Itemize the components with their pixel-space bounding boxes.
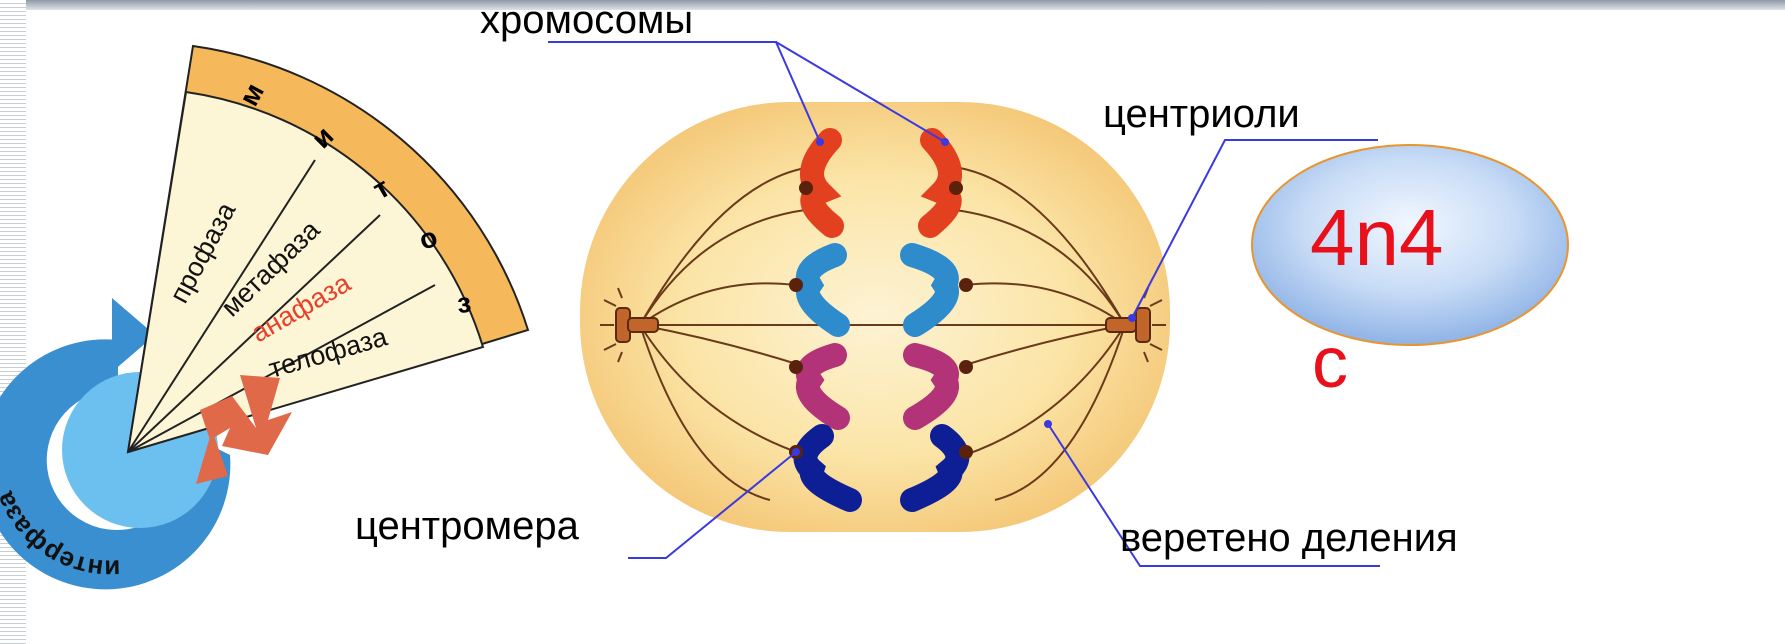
bubble-suffix: c — [1312, 323, 1348, 403]
chromosome-right-navy — [900, 424, 973, 512]
cell-cycle-wheel: м и т о з профаза метафаза анафаза телоф… — [0, 44, 530, 590]
chromosome-right-blue — [900, 243, 973, 337]
spindle-fibers — [639, 167, 1126, 501]
anaphase-cell — [580, 102, 1170, 532]
chromosome-left-magenta — [789, 343, 850, 430]
fan-divider — [127, 284, 436, 453]
chromosome-left-blue — [789, 243, 850, 337]
chromosome-left-red — [799, 128, 844, 238]
pointer-centromere — [628, 451, 797, 559]
interphase-arrowhead — [112, 298, 155, 372]
chromosome-right-red — [918, 128, 963, 238]
label-centromere: центромера — [355, 504, 579, 548]
label-centrioles: центриоли — [1103, 92, 1300, 136]
label-spindle: веретено деления — [1120, 516, 1458, 560]
bubble-formula: 4n4 — [1310, 193, 1444, 282]
exit-arrow — [196, 430, 228, 484]
mitosis-letter: з — [456, 287, 473, 319]
label-chromosomes: хромосомы — [480, 0, 694, 42]
pointer-dots — [792, 138, 1136, 456]
aster-left — [600, 287, 623, 363]
slide-top-border — [0, 0, 1785, 10]
fan-divider — [127, 159, 316, 453]
pointer-chromosomes-2 — [775, 41, 946, 143]
pointer-centrioles — [1131, 139, 1378, 319]
interphase-ring — [0, 339, 231, 590]
pointer-spindle — [1047, 423, 1380, 567]
chromosome-right-magenta — [903, 343, 973, 430]
cell-body — [580, 102, 1170, 532]
fan-divider — [127, 214, 381, 453]
pointer-lines — [548, 41, 1380, 567]
exit-arrow — [200, 375, 292, 455]
centriole-right — [1105, 307, 1151, 343]
centriole-left — [615, 307, 659, 343]
mitosis-fan — [126, 90, 485, 454]
chromosome-set-bubble — [1251, 144, 1569, 346]
